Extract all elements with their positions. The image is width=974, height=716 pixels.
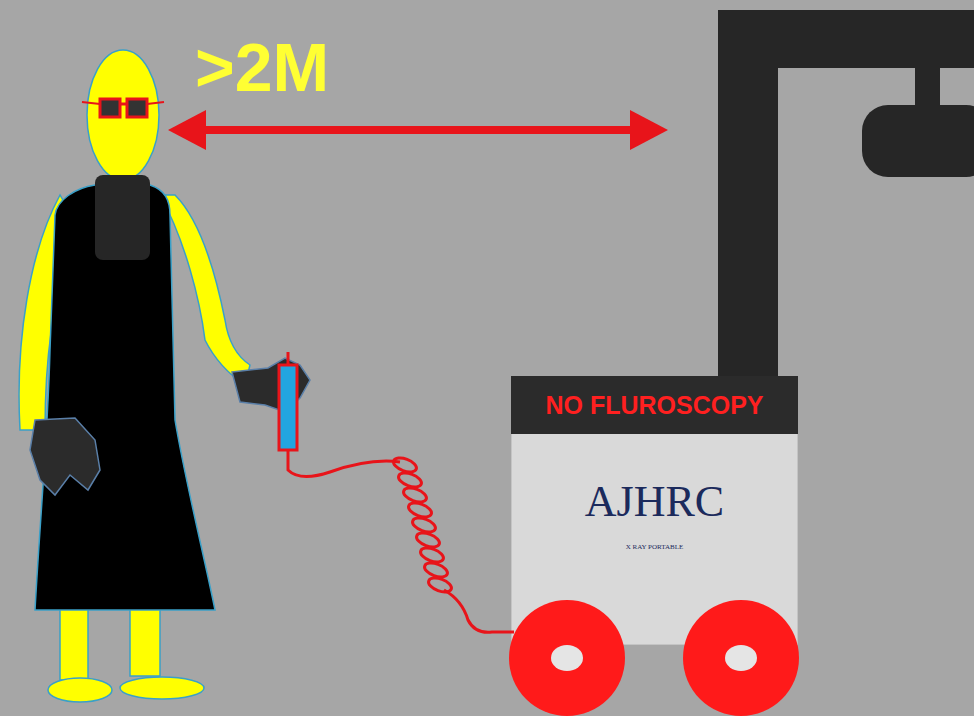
coil-loop	[402, 485, 429, 504]
thyroid-collar	[95, 175, 150, 260]
distance-label: >2M	[195, 30, 329, 105]
coil-loop	[407, 500, 434, 519]
exposure-switch	[279, 365, 297, 450]
lead-glasses	[100, 99, 120, 117]
arrow-head	[168, 110, 206, 150]
glasses-temple	[82, 102, 164, 104]
coil-loop	[392, 455, 419, 474]
switch-cord	[288, 450, 400, 477]
warning-band: NO FLUROSCOPY	[511, 376, 798, 434]
coil-loop	[423, 560, 450, 579]
coil-loop	[397, 470, 424, 489]
unit-brand: AJHRC	[512, 477, 797, 528]
xray-column	[718, 10, 974, 378]
glasses-bridge	[120, 103, 127, 106]
wheel-hub	[551, 645, 583, 671]
coil-loop	[411, 515, 438, 534]
distance-arrow	[195, 126, 640, 134]
arrow-head	[630, 110, 668, 150]
wheel	[683, 600, 799, 716]
lead-glove	[30, 418, 100, 495]
unit-model: X RAY PORTABLE	[512, 543, 797, 551]
switch-cord	[444, 590, 514, 632]
warning-text: NO FLUROSCOPY	[511, 391, 798, 420]
coil-loop	[427, 575, 454, 594]
coil-loop	[415, 530, 442, 549]
xray-unit-body: AJHRC X RAY PORTABLE NO FLUROSCOPY	[511, 376, 798, 645]
lead-glasses	[127, 99, 147, 117]
wheel	[509, 600, 625, 716]
xray-tube	[862, 105, 974, 177]
head	[87, 50, 159, 180]
cord-coil	[392, 455, 454, 594]
foot	[48, 678, 112, 702]
wheel-hub	[725, 645, 757, 671]
foot	[120, 677, 204, 699]
coil-loop	[419, 545, 446, 564]
